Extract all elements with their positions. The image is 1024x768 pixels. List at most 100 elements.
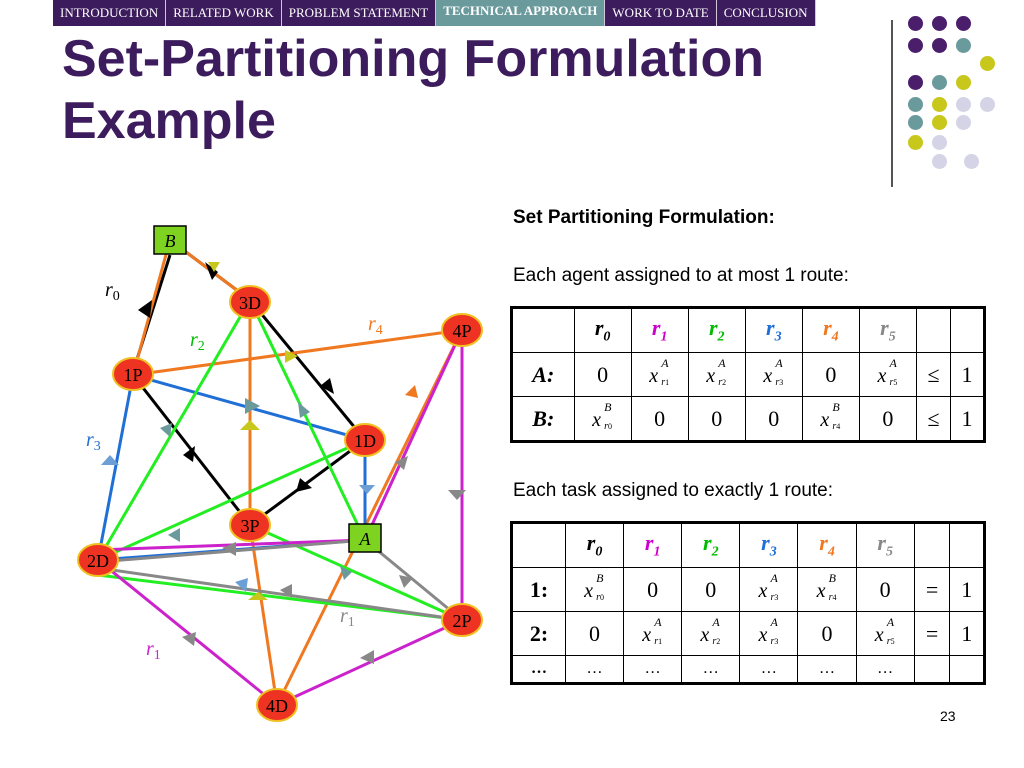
node-2P: 2P <box>452 611 471 631</box>
nav-item-technical-approach[interactable]: TECHNICAL APPROACH <box>436 0 606 26</box>
corner-cell <box>511 307 575 353</box>
task-caption: Each task assigned to exactly 1 route: <box>513 480 834 501</box>
value-cell: = <box>913 567 951 612</box>
decor-dot <box>932 38 947 53</box>
value-cell: … <box>623 655 683 684</box>
empty-header-cell <box>949 522 985 568</box>
decor-dot <box>956 38 971 53</box>
row-label: B: <box>511 396 575 442</box>
value-cell: 0 <box>855 567 915 612</box>
row-label: … <box>511 655 566 684</box>
row-label: 2: <box>511 611 566 656</box>
value-cell: … <box>739 655 799 684</box>
empty-header-cell <box>913 522 951 568</box>
header-divider <box>891 20 893 187</box>
route-header-r5: r5 <box>855 522 915 568</box>
route-header-r0: r0 <box>564 522 625 568</box>
node-3P: 3P <box>240 516 259 536</box>
decor-dot <box>908 38 923 53</box>
route-label-r0: r0 <box>105 279 120 304</box>
decor-dot <box>908 97 923 112</box>
node-1D: 1D <box>354 431 376 451</box>
value-cell: … <box>855 655 915 684</box>
value-cell: 0 <box>681 567 741 612</box>
value-cell <box>949 655 985 684</box>
decor-dot <box>932 16 947 31</box>
value-cell: ≤ <box>915 352 952 397</box>
route-labels: r0 r1 r1 r2 r3 r4 <box>86 279 383 663</box>
node-A: A <box>359 529 372 549</box>
decor-dot <box>956 75 971 90</box>
value-cell: … <box>797 655 857 684</box>
route-header-r2: r2 <box>687 307 746 353</box>
decor-dot <box>932 75 947 90</box>
nav-item-problem-statement[interactable]: PROBLEM STATEMENT <box>281 0 437 26</box>
decor-dot <box>956 115 971 130</box>
value-cell <box>913 655 951 684</box>
node-2D: 2D <box>87 551 109 571</box>
value-cell: 0 <box>797 611 857 656</box>
value-cell: … <box>564 655 625 684</box>
route-header-r4: r4 <box>797 522 857 568</box>
value-cell: 0 <box>801 352 860 397</box>
nav-item-related-work[interactable]: RELATED WORK <box>166 0 282 26</box>
graph-nodes: B A 3D 4P 1P 1D 3P 2D 2P 4D <box>77 225 483 722</box>
route-graph: B A 3D 4P 1P 1D 3P 2D 2P 4D r0 r1 r1 r2 … <box>77 225 483 722</box>
value-cell: 0 <box>630 396 689 442</box>
agent-caption: Each agent assigned to at most 1 route: <box>513 265 849 286</box>
route-header-r1: r1 <box>623 522 683 568</box>
table-row: ………………… <box>511 655 985 684</box>
empty-header-cell <box>915 307 952 353</box>
decor-dot <box>964 154 979 169</box>
empty-header-cell <box>950 307 985 353</box>
value-cell: 0 <box>623 567 683 612</box>
route-label-r1-grey: r1 <box>340 605 355 630</box>
decor-dot <box>932 135 947 150</box>
route-header-r1: r1 <box>630 307 689 353</box>
slide-title: Set-Partitioning Formulation Example <box>62 30 764 150</box>
value-cell: 0 <box>744 396 803 442</box>
value-cell: 1 <box>949 611 985 656</box>
edge-arrows <box>101 262 466 664</box>
nav-item-conclusion[interactable]: CONCLUSION <box>716 0 816 26</box>
route-header-r0: r0 <box>573 307 632 353</box>
node-B: B <box>165 231 176 251</box>
node-1P: 1P <box>123 365 142 385</box>
value-cell: 0 <box>573 352 632 397</box>
route-header-r3: r3 <box>739 522 799 568</box>
decor-dot <box>932 97 947 112</box>
route-header-r5: r5 <box>858 307 917 353</box>
value-cell: ≤ <box>915 396 952 442</box>
nav-item-introduction[interactable]: INTRODUCTION <box>53 0 167 26</box>
value-cell: 1 <box>949 567 985 612</box>
decor-dot <box>956 16 971 31</box>
value-cell: 0 <box>564 611 625 656</box>
node-4D: 4D <box>266 696 288 716</box>
row-label: 1: <box>511 567 566 612</box>
corner-cell <box>511 522 566 568</box>
nav-item-work-to-date[interactable]: WORK TO DATE <box>605 0 717 26</box>
decor-dot <box>980 97 995 112</box>
decor-dot <box>908 135 923 150</box>
value-cell: … <box>681 655 741 684</box>
decor-dot <box>932 115 947 130</box>
route-header-r2: r2 <box>681 522 741 568</box>
route-header-r3: r3 <box>744 307 803 353</box>
